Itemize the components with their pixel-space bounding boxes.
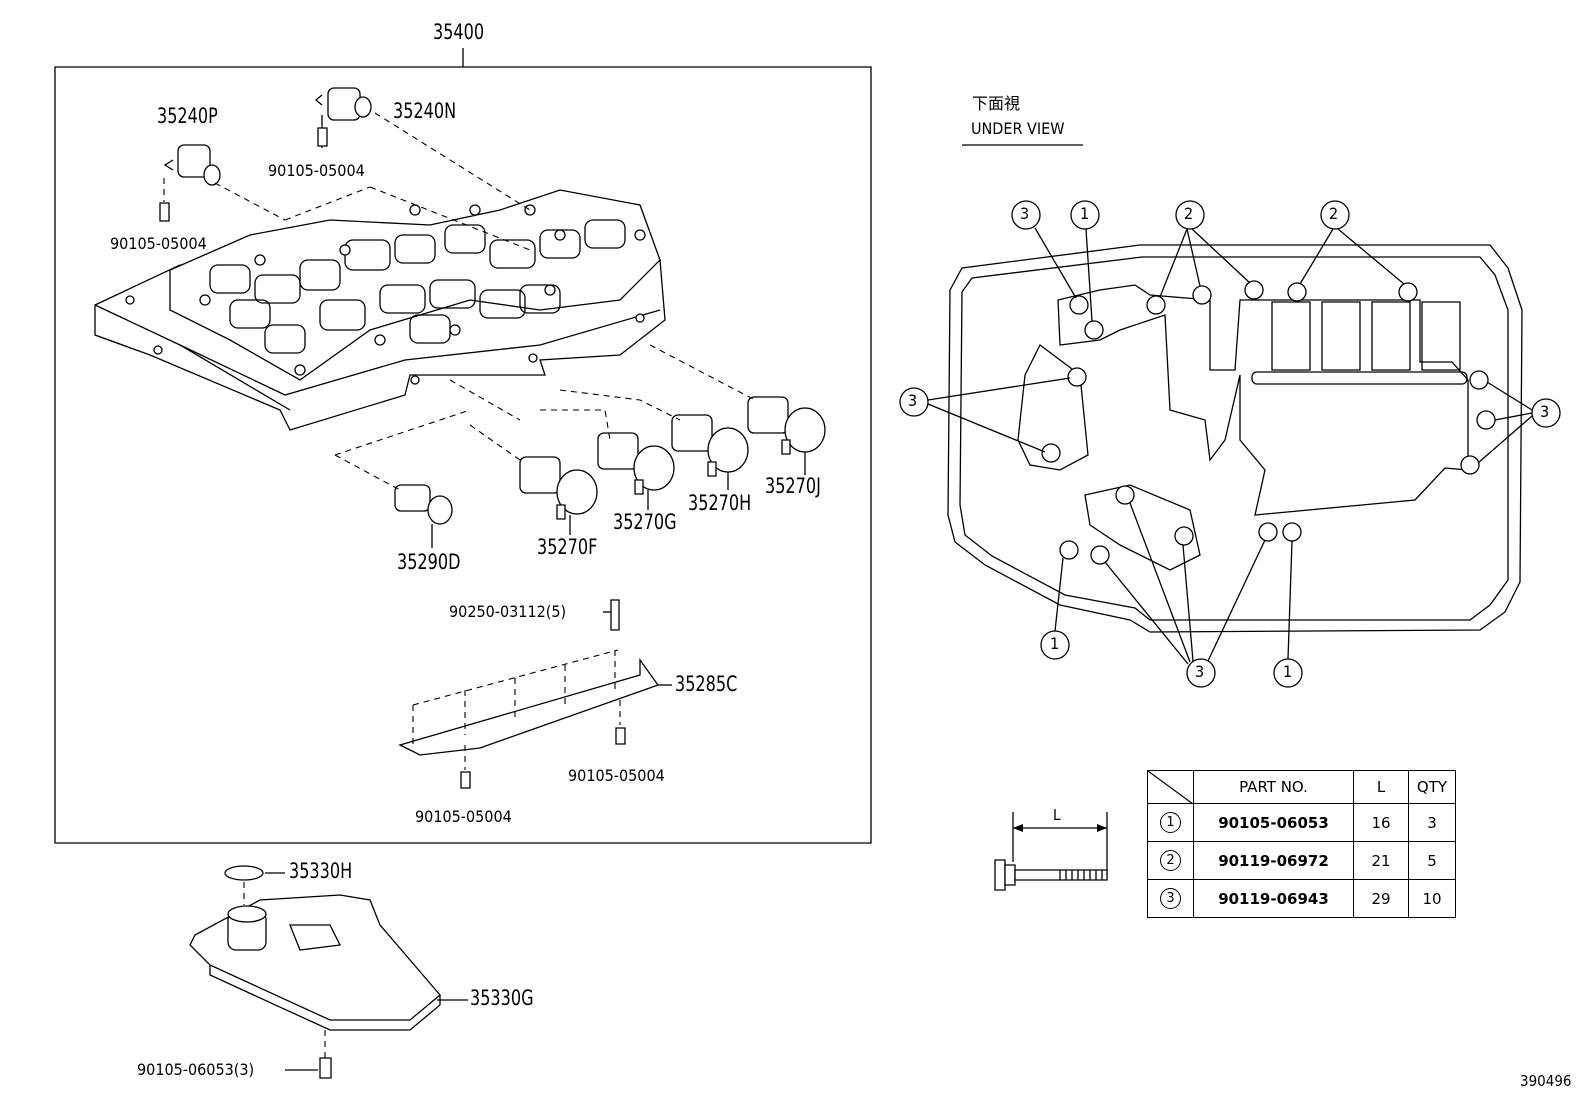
- length-cell: 21: [1353, 841, 1409, 880]
- callout-3-right: 3: [1540, 402, 1550, 421]
- label-strainer: 35330G: [470, 986, 534, 1010]
- row-ref-cell: 1: [1147, 803, 1194, 842]
- row-ref-cell: 3: [1147, 879, 1194, 918]
- solenoid-35270f: [520, 457, 597, 519]
- label-bolt-plate-left: 90105-05004: [415, 807, 512, 826]
- callout-1-bottomleft: 1: [1050, 634, 1060, 653]
- qty-cell: 3: [1408, 803, 1456, 842]
- bolt-length-label: L: [1053, 806, 1061, 824]
- callout-3-left: 3: [908, 391, 918, 410]
- table-header-row: PART NO. L QTY: [1147, 770, 1456, 804]
- table-corner-cell: [1147, 770, 1194, 804]
- label-solenoid-n: 35240N: [393, 99, 457, 123]
- label-solenoid-j: 35270J: [765, 474, 821, 498]
- callout-1-top: 1: [1080, 204, 1090, 223]
- valve-body: [95, 190, 665, 430]
- solenoid-35240p: [160, 145, 220, 221]
- label-solenoid-g: 35270G: [613, 510, 677, 534]
- part-no-cell: 90105-06053: [1193, 803, 1354, 842]
- strainer-35330g: [190, 895, 440, 1030]
- table-row: 1 90105-06053 16 3: [1147, 803, 1456, 842]
- under-view-bolts: [1042, 281, 1495, 564]
- figure-number: 390496: [1520, 1072, 1572, 1090]
- callout-2-left: 2: [1184, 204, 1194, 223]
- ref-circle: 1: [1160, 812, 1181, 833]
- oring-35330h: [225, 866, 263, 880]
- label-assembly: 35400: [433, 20, 485, 44]
- solenoid-35290d: [395, 485, 452, 524]
- table-row: 3 90119-06943 29 10: [1147, 879, 1456, 918]
- label-oring: 35330H: [289, 859, 353, 883]
- callout-3-bottom: 3: [1195, 662, 1205, 681]
- under-view-title-en: UNDER VIEW: [971, 119, 1065, 138]
- solenoid-35270h: [672, 415, 748, 476]
- pin-90250: [611, 600, 619, 630]
- label-solenoid-f: 35270F: [537, 535, 598, 559]
- part-no-cell: 90119-06943: [1193, 879, 1354, 918]
- callout-1-bottomright: 1: [1283, 662, 1293, 681]
- under-view-title-jp: 下面視: [972, 94, 1021, 113]
- length-cell: 16: [1353, 803, 1409, 842]
- label-solenoid-d: 35290D: [397, 550, 461, 574]
- label-bolt-sol-p: 90105-05004: [110, 234, 207, 253]
- length-cell: 29: [1353, 879, 1409, 918]
- header-l: L: [1353, 770, 1409, 804]
- qty-cell: 5: [1408, 841, 1456, 880]
- label-solenoid-h: 35270H: [688, 491, 752, 515]
- ref-circle: 2: [1160, 850, 1181, 871]
- qty-cell: 10: [1408, 879, 1456, 918]
- under-view-drawing: [948, 245, 1522, 632]
- label-solenoid-p: 35240P: [157, 104, 218, 128]
- table-row: 2 90119-06972 21 5: [1147, 841, 1456, 880]
- callout-2-right: 2: [1329, 204, 1339, 223]
- bolt-length-diagram: [995, 812, 1107, 890]
- callout-3-topleft: 3: [1020, 204, 1030, 223]
- row-ref-cell: 2: [1147, 841, 1194, 880]
- solenoid-35240n: [316, 88, 371, 148]
- ref-circle: 3: [1160, 888, 1181, 909]
- label-bolt-plate-right: 90105-05004: [568, 766, 665, 785]
- header-part-no: PART NO.: [1193, 770, 1354, 804]
- solenoid-35270g: [598, 433, 674, 494]
- label-bolt-strainer: 90105-06053(3): [137, 1060, 255, 1079]
- part-no-cell: 90119-06972: [1193, 841, 1354, 880]
- label-plate: 35285C: [675, 672, 738, 696]
- label-bolt-sol-n: 90105-05004: [268, 161, 365, 180]
- header-qty: QTY: [1408, 770, 1456, 804]
- label-pin: 90250-03112(5): [449, 602, 567, 621]
- solenoid-35270j: [748, 397, 825, 454]
- bolt-spec-table: PART NO. L QTY 1 90105-06053 16 3 2 9011…: [1147, 770, 1456, 918]
